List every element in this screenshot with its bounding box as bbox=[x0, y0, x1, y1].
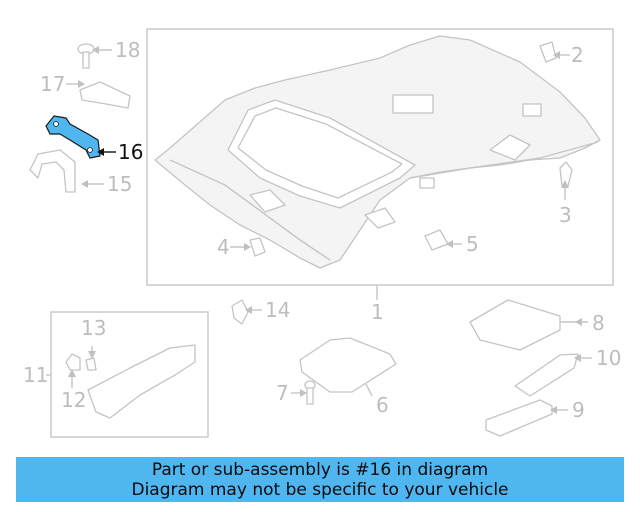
callout-4: 4 bbox=[217, 235, 230, 259]
part-6-overhead-console bbox=[299, 337, 397, 393]
part-15-grab-handle bbox=[29, 149, 76, 193]
callout-9: 9 bbox=[572, 398, 585, 422]
part-4-clip bbox=[249, 237, 266, 257]
part-13-visor-hook bbox=[85, 357, 97, 371]
headliner-part-1 bbox=[154, 35, 601, 269]
part-9-panel bbox=[485, 399, 553, 437]
info-banner: Part or sub-assembly is #16 in diagram D… bbox=[16, 457, 624, 502]
callout-3: 3 bbox=[559, 203, 572, 227]
callout-2: 2 bbox=[571, 43, 584, 67]
callout-6: 6 bbox=[376, 393, 389, 417]
callout-10: 10 bbox=[596, 346, 621, 370]
part-17-bracket bbox=[79, 81, 131, 109]
part-14-clip bbox=[231, 299, 249, 325]
part-16-bracket-highlighted bbox=[45, 115, 101, 159]
callout-1: 1 bbox=[371, 300, 384, 324]
callout-15: 15 bbox=[107, 172, 132, 196]
callout-11: 11 bbox=[23, 363, 48, 387]
banner-line-2: Diagram may not be specific to your vehi… bbox=[131, 479, 509, 500]
part-7-screw bbox=[304, 380, 316, 405]
callout-13: 13 bbox=[81, 316, 106, 340]
part-11-sun-visor bbox=[87, 344, 196, 419]
part-2-clip bbox=[539, 41, 557, 63]
part-8-tray bbox=[469, 299, 561, 351]
callout-17: 17 bbox=[40, 72, 65, 96]
callout-18: 18 bbox=[115, 38, 140, 62]
callout-8: 8 bbox=[592, 311, 605, 335]
part-5-bracket bbox=[424, 229, 449, 251]
callout-12: 12 bbox=[61, 388, 86, 412]
headliner-frame bbox=[146, 28, 614, 286]
banner-line-1: Part or sub-assembly is #16 in diagram bbox=[151, 459, 489, 480]
part-10-cover bbox=[514, 353, 579, 397]
part-3-clip bbox=[559, 161, 573, 187]
callout-5: 5 bbox=[466, 232, 479, 256]
callout-14: 14 bbox=[265, 298, 290, 322]
part-12-visor-clip bbox=[65, 353, 81, 371]
part-18-screw bbox=[77, 43, 95, 69]
callout-16: 16 bbox=[118, 140, 143, 164]
callout-7: 7 bbox=[276, 381, 289, 405]
leader-lines bbox=[46, 46, 592, 414]
